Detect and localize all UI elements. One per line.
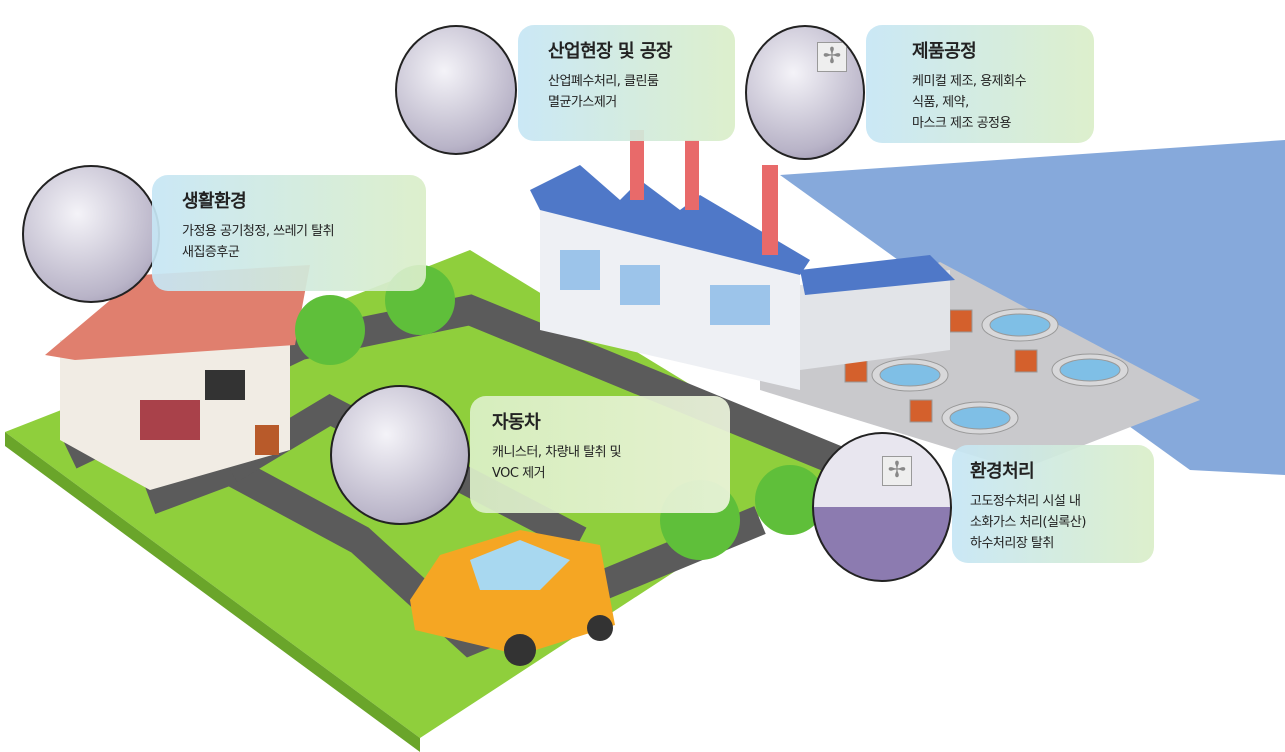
callout-title: 생활환경	[182, 191, 247, 212]
fan-icon: ✢	[817, 42, 847, 72]
callout-title: 산업현장 및 공장	[548, 41, 672, 62]
callout-title: 자동차	[492, 412, 541, 433]
callout-living: 생활환경 가정용 공기청정, 쓰레기 탈취 새집증후군	[152, 175, 426, 291]
car-illustration-bubble	[330, 385, 470, 525]
factory	[530, 130, 955, 390]
callout-line: 캐니스터, 차량내 탈취 및	[492, 445, 622, 460]
living-illustration-bubble	[22, 165, 160, 303]
treatment-tanks	[844, 308, 1129, 435]
callout-line: 소화가스 처리(실록산)	[970, 515, 1086, 530]
callout-line: 고도정수처리 시설 내	[970, 494, 1081, 509]
callout-line: 식품, 제약,	[912, 95, 969, 110]
callout-line: 멸균가스제거	[548, 95, 617, 110]
callout-product: 제품공정 케미컬 제조, 용제회수 식품, 제약, 마스크 제조 공정용	[866, 25, 1094, 143]
grass-edge	[5, 432, 420, 752]
product-illustration-bubble: ✢	[745, 25, 865, 160]
callout-title: 제품공정	[912, 41, 977, 62]
callout-line: VOC 제거	[492, 466, 546, 481]
callout-line: 가정용 공기청정, 쓰레기 탈취	[182, 224, 335, 239]
callout-line: 새집증후군	[182, 245, 240, 260]
callout-industrial: 산업현장 및 공장 산업폐수처리, 클린룸 멸균가스제거	[518, 25, 735, 141]
callout-line: 하수처리장 탈취	[970, 536, 1054, 551]
fan-icon: ✢	[882, 456, 912, 486]
callout-car: 자동차 캐니스터, 차량내 탈취 및 VOC 제거	[470, 396, 730, 513]
callout-line: 케미컬 제조, 용제회수	[912, 74, 1027, 89]
callout-line: 마스크 제조 공정용	[912, 116, 1011, 131]
environment-illustration-bubble: ✢	[812, 432, 952, 582]
car	[410, 530, 615, 666]
industrial-illustration-bubble	[395, 25, 517, 155]
callout-environment: 환경처리 고도정수처리 시설 내 소화가스 처리(실록산) 하수처리장 탈취	[952, 445, 1154, 563]
callout-title: 환경처리	[970, 461, 1035, 482]
callout-line: 산업폐수처리, 클린룸	[548, 74, 659, 89]
